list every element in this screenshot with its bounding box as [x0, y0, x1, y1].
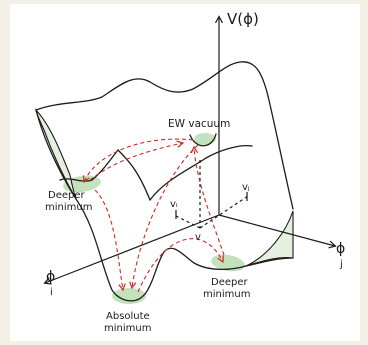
right-deeper-minimum-highlight [211, 254, 245, 272]
left-to-ew-path [89, 143, 183, 181]
absolute-minimum-label-line2: minimum [104, 323, 151, 334]
transition-paths [84, 138, 225, 293]
phi-j-subscript: j [339, 259, 343, 270]
ew-vacuum-bowl [189, 133, 217, 147]
left-deeper-minimum-label-line2: minimum [45, 202, 92, 213]
phi-j-axis [218, 214, 335, 246]
right-lower-edge [245, 257, 294, 267]
vev-dashed-j [199, 195, 249, 229]
v-label: v [195, 232, 201, 243]
vev-dashed-i [175, 215, 201, 229]
absolute-minimum-label-line1: Absolute [106, 311, 150, 322]
vj-label: vⱼ [242, 182, 250, 193]
ew-vacuum-label: EW vacuum [168, 118, 230, 130]
phi-j-label: ϕ [336, 241, 345, 257]
phi-i-label: ϕ [46, 269, 55, 285]
left-basin-fold [117, 149, 151, 201]
middle-ridge [149, 144, 253, 201]
right-deeper-minimum-label-line2: minimum [203, 289, 250, 300]
left-outer-edge [35, 109, 247, 302]
left-inner-valley [59, 149, 119, 182]
ew-to-absolute-minimum-path [132, 144, 199, 288]
potential-surface [35, 61, 294, 302]
vi-label: vᵢ [170, 199, 178, 210]
axes [45, 17, 335, 283]
right-deeper-minimum-label-line1: Deeper [211, 277, 249, 288]
absolute-to-right-minimum-path [137, 238, 223, 293]
right-to-ew-path [194, 147, 225, 256]
phi-i-subscript: i [50, 287, 53, 298]
phi-i-axis [45, 214, 220, 283]
potential-axis-label: V(ϕ) [227, 10, 259, 28]
left-to-absolute-minimum-path [94, 189, 123, 290]
surface-back-rim [35, 61, 294, 210]
ew-vacuum-highlight [194, 133, 216, 145]
ew-to-left-minimum-path [84, 138, 194, 182]
left-deeper-minimum-label-line1: Deeper [48, 190, 86, 201]
left-surface-face [35, 108, 77, 200]
